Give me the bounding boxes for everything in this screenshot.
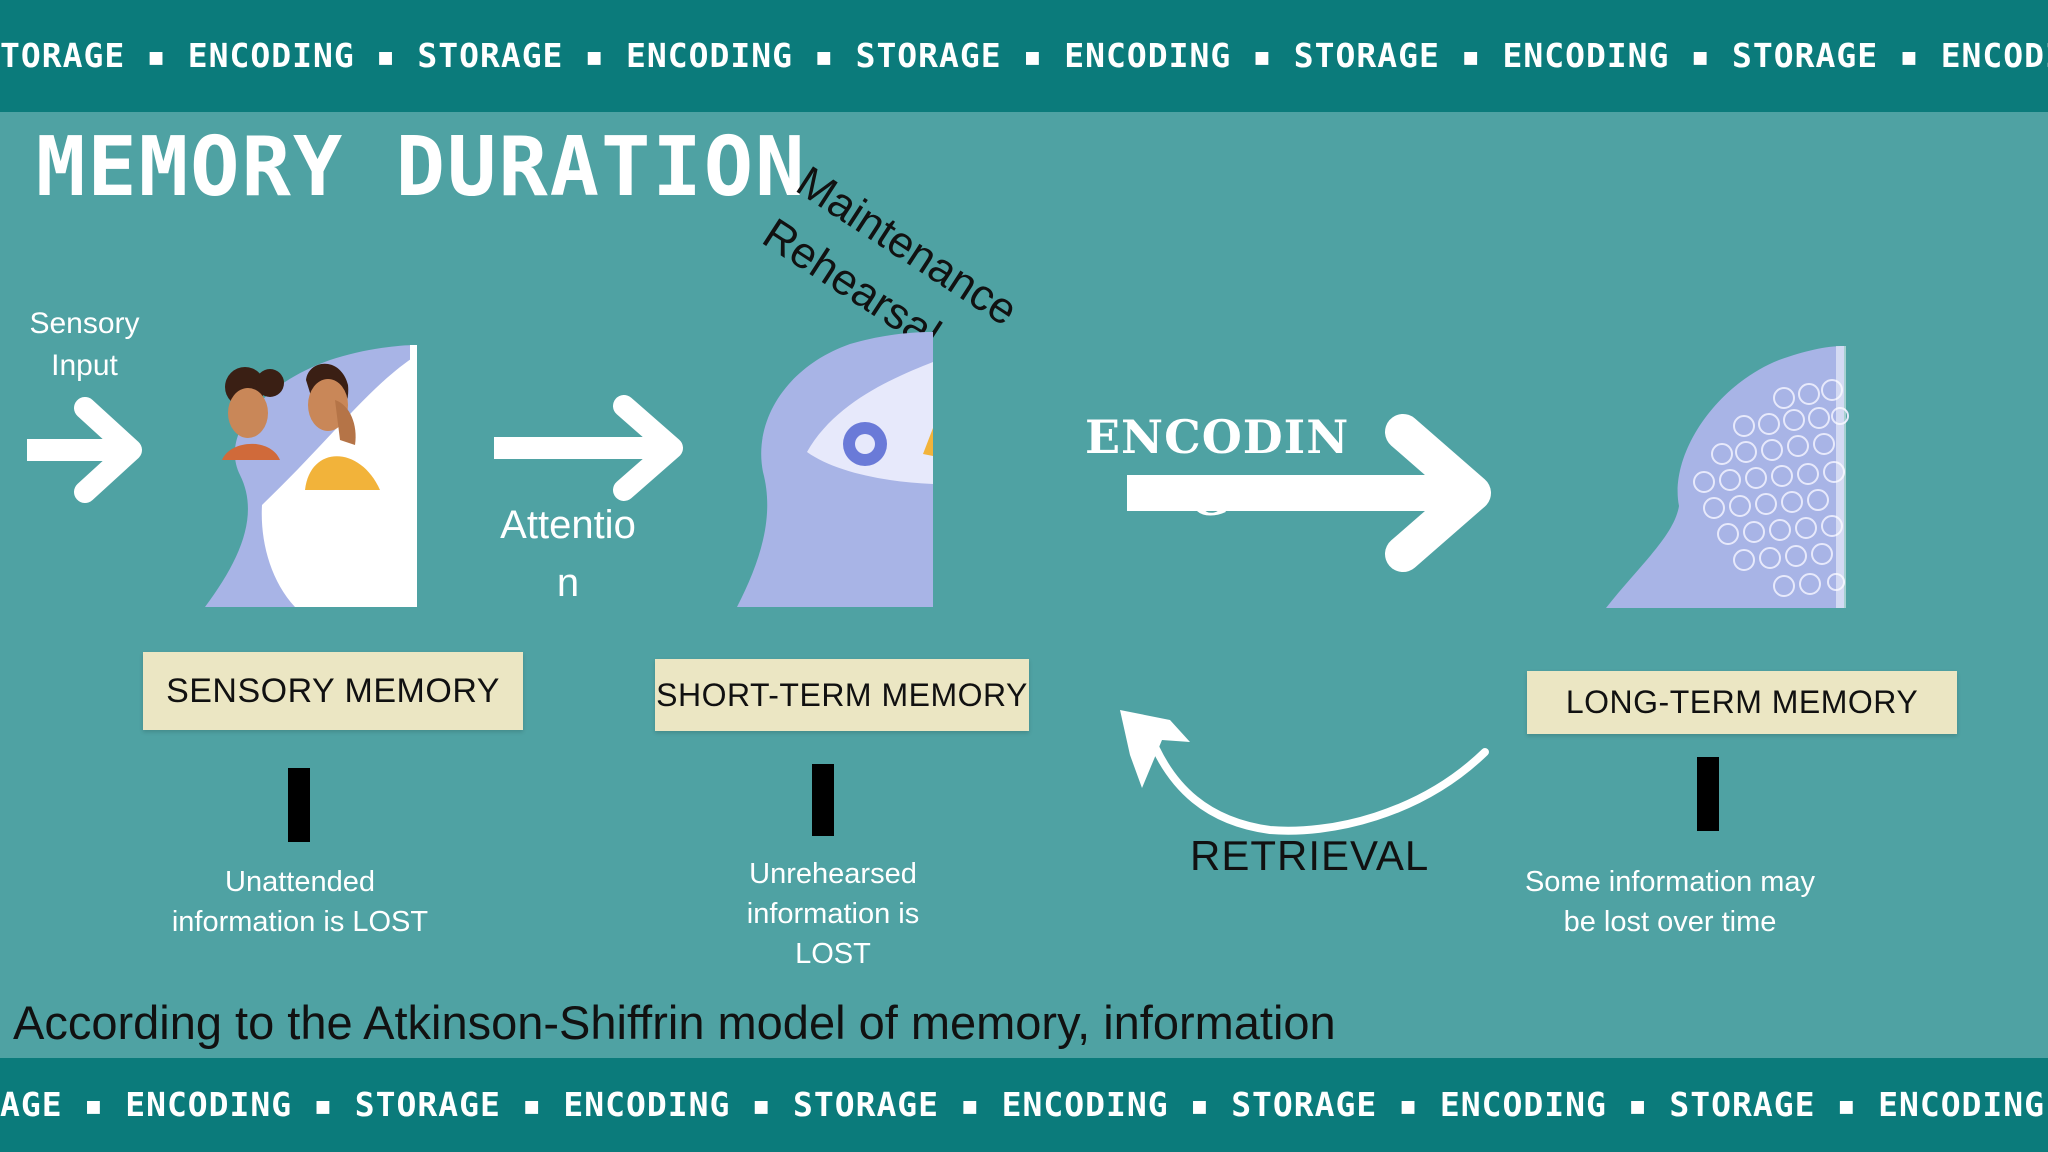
person-icon — [305, 363, 380, 490]
top-ticker: TORAGE ▪ ENCODING ▪ STORAGE ▪ ENCODING ▪… — [0, 0, 2048, 112]
network-pattern-icon — [1693, 379, 1849, 597]
encoding-arrow-icon — [1127, 414, 1491, 572]
attention-arrow-icon — [494, 395, 683, 501]
retrieval-arrow-icon — [1120, 710, 1489, 835]
long-term-head-icon — [1606, 346, 1849, 608]
sensory-input-arrow-icon — [27, 397, 142, 503]
page-title: MEMORY DURATION — [36, 120, 807, 215]
short-term-divider-bar — [812, 764, 834, 836]
short-term-note: Unrehearsed information is LOST — [746, 858, 920, 970]
long-term-note: Some information may be lost over time — [1524, 866, 1816, 938]
retrieval-label: RETRIEVAL — [1190, 832, 1430, 879]
person-icon — [222, 367, 284, 460]
sensory-head-icon — [205, 345, 417, 607]
sensory-memory-label: SENSORY MEMORY — [143, 652, 523, 730]
long-term-divider-bar — [1697, 757, 1719, 831]
short-term-memory-label: SHORT-TERM MEMORY — [655, 659, 1029, 731]
sensory-divider-bar — [288, 768, 310, 842]
bottom-ticker: AGE ▪ ENCODING ▪ STORAGE ▪ ENCODING ▪ ST… — [0, 1058, 2048, 1152]
top-ticker-text: TORAGE ▪ ENCODING ▪ STORAGE ▪ ENCODING ▪… — [0, 36, 2048, 75]
short-term-head-icon — [737, 332, 933, 607]
long-term-memory-label: LONG-TERM MEMORY — [1527, 671, 1957, 734]
encoding-label: ENCODIN — [1085, 410, 1350, 464]
sensory-note: Unattended information is LOST — [171, 866, 429, 938]
attention-label: Attentio n — [500, 503, 636, 605]
caption: According to the Atkinson-Shiffrin model… — [13, 996, 1336, 1049]
bottom-ticker-text: AGE ▪ ENCODING ▪ STORAGE ▪ ENCODING ▪ ST… — [0, 1085, 2048, 1124]
sensory-input-label: Sensory Input — [29, 307, 140, 382]
